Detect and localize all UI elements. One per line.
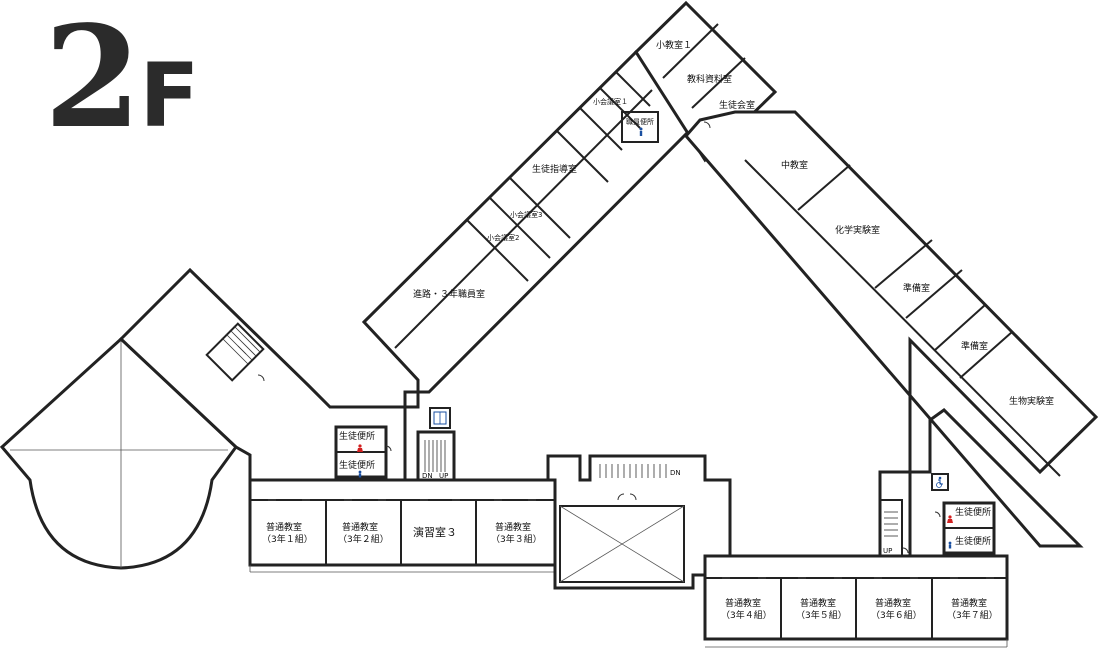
south-east-block: 普通教室 （3年４組） 普通教室 （3年５組） 普通教室 （3年６組） 普通教室… [703,554,1009,648]
nw-wing: 進路・３年職員室 小会議室2 小会議室3 生徒指導室 小会議室１ [361,49,703,409]
room-junbi2: 準備室 [961,340,988,352]
female-icon [947,515,953,523]
room-shokaigi2: 小会議室2 [487,233,519,242]
room-3-6-line1: 普通教室 [875,597,911,609]
staff-toilet-icon [639,127,643,136]
room-3-4-line1: 普通教室 [725,597,761,609]
room-seitoshido: 生徒指導室 [532,163,577,175]
room-3-4-line2: （3年４組） [721,609,772,621]
room-3-3-line1: 普通教室 [495,521,531,533]
female-icon [357,444,363,452]
room-seitokai: 生徒会室 [719,99,755,111]
room-3-6-line2: （3年６組） [871,609,922,621]
room-3-5-line2: （3年５組） [796,609,847,621]
floor-title: 2F [44,8,200,148]
male-icon [948,541,952,549]
west-wing [118,267,407,482]
se-stair-up: UP [883,547,892,555]
room-3-2-line2: （3年２組） [338,533,389,545]
room-junbi1: 準備室 [903,282,930,294]
room-3-2-line1: 普通教室 [342,521,378,533]
room-3-7-line1: 普通教室 [951,597,987,609]
center-stair-dn: DN [422,472,433,480]
staff-toilet: 職員便所 [621,111,659,143]
right-toilet-block: 生徒便所 生徒便所 [931,473,996,555]
room-shinro: 進路・３年職員室 [413,288,485,300]
room-kyoka-shiryo: 教科資料室 [687,73,732,85]
male-icon [358,470,362,478]
room-3-7-line2: （3年７組） [947,609,998,621]
center-stair-up: UP [439,472,448,480]
room-seibutsu: 生物実験室 [1009,395,1054,407]
right-toilet-bottom-label: 生徒便所 [955,535,991,547]
accessible-icon [936,476,943,488]
room-shokaigi1: 小会議室１ [593,97,628,106]
door-marks [257,121,941,554]
floor-suffix: F [139,44,200,147]
left-toilet-bottom-label: 生徒便所 [339,459,375,471]
room-3-1-line2: （3年１組） [262,533,313,545]
corridor-door-dashes [268,499,994,579]
left-toilet-block: 生徒便所 生徒便所 [334,425,388,479]
right-toilet-top-label: 生徒便所 [955,506,991,518]
floor-number: 2 [44,0,141,160]
elevator-icon [433,411,447,425]
room-3-5-line1: 普通教室 [800,597,836,609]
room-3-3-line2: （3年３組） [491,533,542,545]
room-kagaku: 化学実験室 [835,224,880,236]
room-3-1-line1: 普通教室 [266,521,302,533]
center-stair: DN UP [416,407,456,482]
hall-stair [599,464,667,478]
hall-stair-dn: DN [670,469,681,477]
room-shokaigi3: 小会議室3 [510,210,542,219]
staff-toilet-label: 職員便所 [626,117,654,126]
room-chukyoshitsu: 中教室 [781,159,808,171]
south-west-block: 普通教室 （3年１組） 普通教室 （3年２組） 演習室３ 普通教室 （3年３組） [248,478,560,573]
left-toilet-top-label: 生徒便所 [339,430,375,442]
room-ensyu: 演習室３ [413,525,457,539]
ne-wing: 中教室 化学実験室 準備室 準備室 生物実験室 [684,110,1099,548]
west-rotunda [0,336,238,570]
room-shokyoshitsu1: 小教室１ [656,39,692,51]
west-stair [221,325,261,365]
